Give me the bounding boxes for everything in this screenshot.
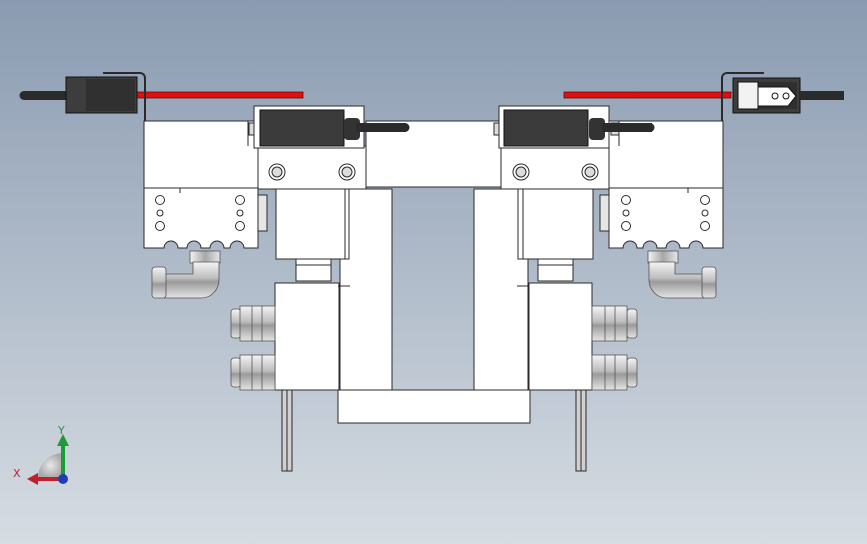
right-center-sensor[interactable] — [498, 105, 655, 149]
left-jaw — [143, 187, 259, 249]
left-jaw-holes — [155, 195, 245, 231]
right-jaw-holes — [621, 195, 710, 231]
right-side-bracket — [608, 120, 724, 189]
axis-y-label: Y — [58, 424, 65, 437]
bottom-bar — [337, 389, 531, 424]
right-bracket-hook — [721, 72, 764, 121]
axis-triad — [27, 434, 69, 485]
axis-z-dot-icon — [58, 474, 68, 484]
left-valve-nozzle — [295, 258, 332, 282]
right-sensor-group[interactable] — [563, 72, 844, 121]
left-center-sensor[interactable] — [253, 105, 410, 149]
right-jaw — [608, 187, 724, 249]
axis-x-label: X — [13, 467, 21, 480]
left-center-sensor-rod — [356, 123, 406, 132]
right-elbow-fitting[interactable] — [647, 250, 717, 299]
left-red-cable — [135, 91, 304, 99]
right-center-sensor-body — [503, 109, 589, 147]
right-valve-nozzle — [537, 258, 574, 282]
right-push-fittings[interactable] — [591, 305, 638, 391]
right-lower-block — [528, 282, 593, 391]
axis-y-arrow-icon — [57, 434, 69, 478]
left-elbow-fitting[interactable] — [151, 250, 221, 299]
left-center-sensor-body — [259, 109, 345, 147]
left-lower-block — [274, 282, 340, 391]
left-push-fittings[interactable] — [230, 305, 276, 391]
right-center-sensor-rod — [602, 123, 652, 132]
left-side-bracket — [143, 120, 259, 189]
left-bracket-hook — [103, 72, 146, 121]
right-red-cable — [563, 91, 732, 99]
right-sensor-rod — [800, 91, 844, 100]
right-valve-body — [517, 188, 594, 260]
left-sensor-group[interactable] — [19, 72, 304, 121]
triad-shade — [38, 453, 63, 478]
left-valve-body — [275, 188, 350, 260]
left-sensor-rod — [24, 91, 68, 100]
